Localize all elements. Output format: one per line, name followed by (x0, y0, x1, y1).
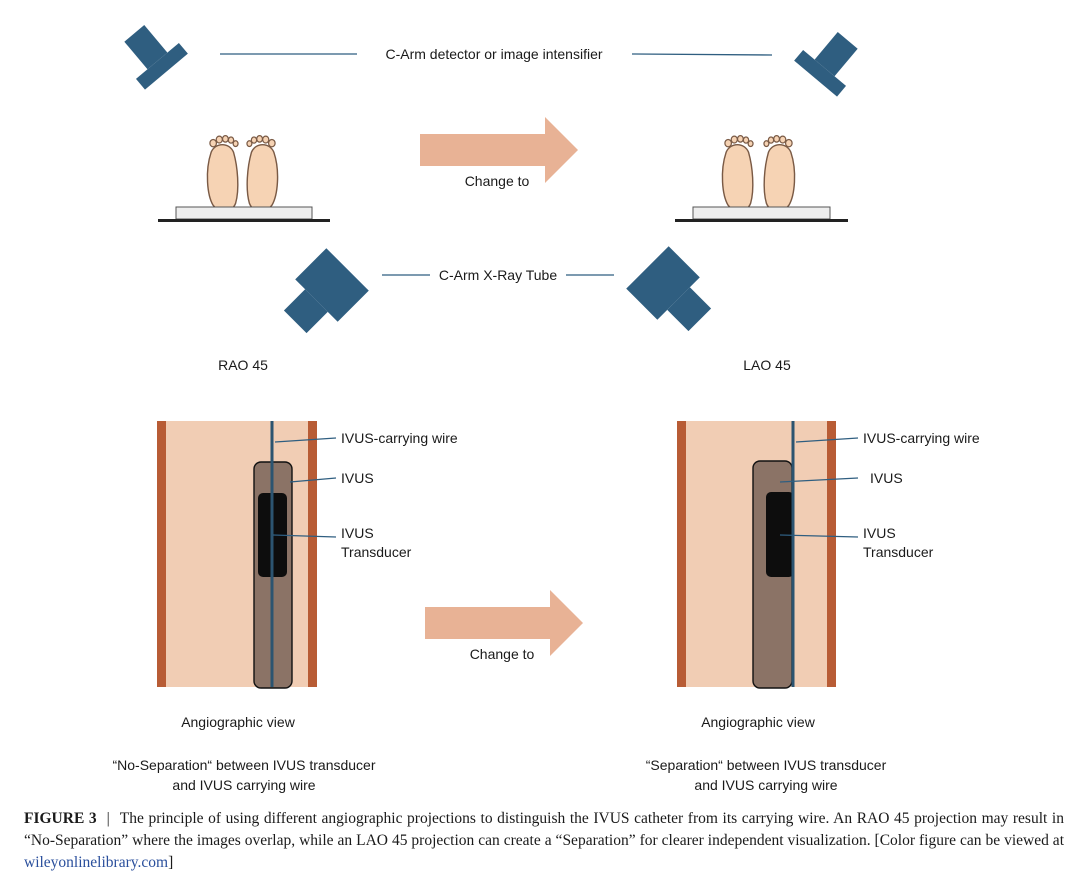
right-wire-label: IVUS-carrying wire (863, 430, 980, 446)
left-wire-label: IVUS-carrying wire (341, 430, 458, 446)
caption-text: The principle of using different angiogr… (24, 810, 1064, 849)
left-vessel (157, 421, 317, 687)
caption-link[interactable]: wileyonlinelibrary.com (24, 854, 169, 871)
right-xray-tube-icon (626, 246, 712, 332)
left-transducer-leader (272, 534, 337, 538)
left-patient-feet (206, 134, 279, 212)
right-desc-line-1: “Separation“ between IVUS transducer (646, 757, 887, 773)
right-ivus-leader (779, 477, 859, 483)
figure-illustration: C-Arm detector or image intensifier Chan… (112, 25, 980, 793)
detector-label: C-Arm detector or image intensifier (385, 46, 602, 62)
right-projection-label: LAO 45 (743, 357, 791, 373)
left-transducer-label-1: IVUS (341, 525, 374, 541)
left-ivus-leader (289, 477, 337, 483)
bottom-arrow-label: Change to (470, 646, 535, 662)
left-desc-line-1: “No-Separation“ between IVUS transducer (112, 757, 375, 773)
right-wire-leader (795, 437, 859, 443)
detector-label-line-right (631, 53, 773, 56)
left-desc-line-2: and IVUS carrying wire (172, 777, 315, 793)
left-view-label: Angiographic view (181, 714, 296, 730)
right-transducer-label-1: IVUS (863, 525, 896, 541)
right-ivus-transducer (766, 492, 794, 577)
left-projection-label: RAO 45 (218, 357, 268, 373)
top-arrow-label: Change to (465, 173, 530, 189)
right-table (675, 206, 848, 222)
right-view-label: Angiographic view (701, 714, 816, 730)
left-xray-tube-icon (283, 248, 369, 334)
right-desc-line-2: and IVUS carrying wire (694, 777, 837, 793)
left-wire-leader (274, 437, 337, 443)
left-detector-icon (124, 25, 188, 90)
caption-separator: | (106, 810, 110, 827)
tube-label: C-Arm X-Ray Tube (439, 267, 557, 283)
right-transducer-leader (779, 534, 859, 538)
top-change-arrow (420, 117, 578, 183)
caption-figure-label: FIGURE 3 (24, 810, 97, 827)
right-detector-icon (794, 32, 858, 97)
right-patient-feet (721, 134, 796, 212)
left-transducer-label-2: Transducer (341, 544, 412, 560)
right-ivus-label: IVUS (870, 470, 903, 486)
figure-caption: FIGURE 3 |The principle of using differen… (24, 808, 1064, 874)
bottom-change-arrow (425, 590, 583, 656)
caption-end: ] (168, 854, 174, 871)
left-ivus-label: IVUS (341, 470, 374, 486)
right-transducer-label-2: Transducer (863, 544, 934, 560)
left-table (158, 206, 330, 222)
